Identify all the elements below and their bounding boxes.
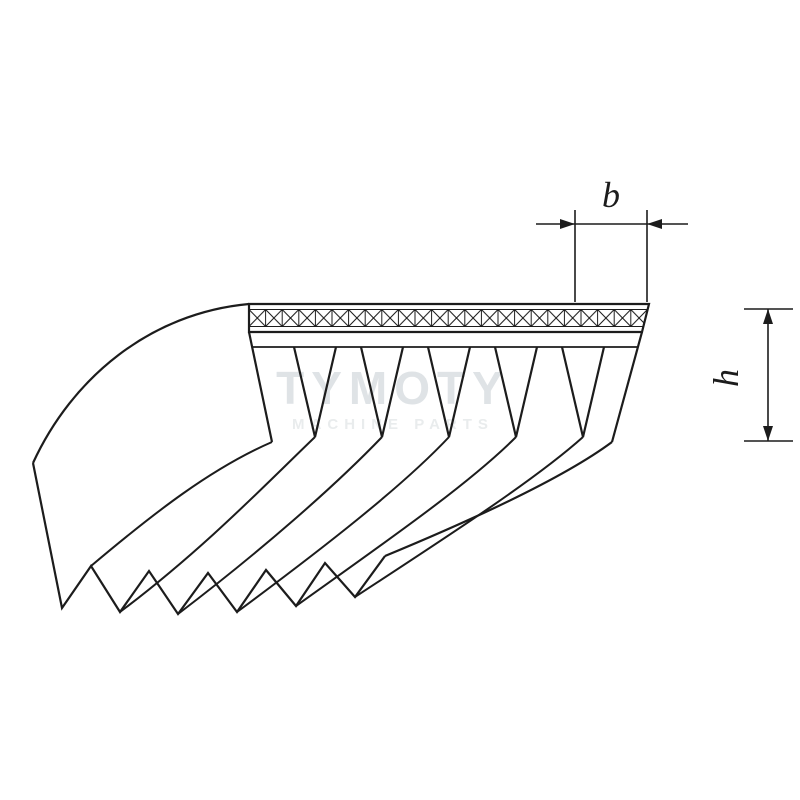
dimension-b: b xyxy=(536,175,688,302)
dimension-h: h xyxy=(706,308,793,442)
belt-face-rib xyxy=(292,346,338,438)
dim-h-arrow-top xyxy=(763,309,773,324)
belt-length-curve xyxy=(354,436,584,598)
belt-top-band xyxy=(247,302,651,334)
belt-length-curve xyxy=(177,436,383,615)
belt-face-left-edge xyxy=(247,331,274,443)
belt-line-art xyxy=(31,302,651,616)
watermark-subtitle: MACHINE PARTS xyxy=(292,416,494,433)
dim-b-label: b xyxy=(602,175,620,215)
belt-length-curve xyxy=(295,436,517,607)
belt-length-curve xyxy=(119,436,316,613)
dim-h-label: h xyxy=(706,369,746,387)
belt-face-rib xyxy=(426,346,472,438)
belt-length-curve xyxy=(90,441,273,567)
dim-b-arrow-left xyxy=(560,219,575,229)
belt-face-rib xyxy=(560,346,606,438)
dim-b-arrow-right xyxy=(647,219,662,229)
belt-length-curve xyxy=(236,436,450,613)
belt-outline-left xyxy=(32,302,250,464)
belt-face-rib xyxy=(493,346,539,438)
belt-outline-bottom-right xyxy=(384,441,613,558)
belt-face-rib xyxy=(359,346,405,438)
belt-face-right-edge xyxy=(610,331,644,443)
dim-h-arrow-bottom xyxy=(763,426,773,441)
